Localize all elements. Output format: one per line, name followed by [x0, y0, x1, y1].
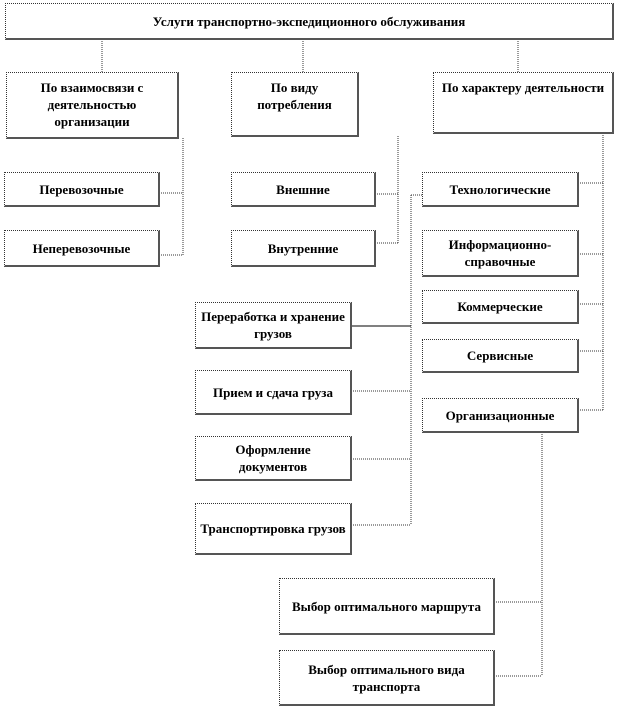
root-node: Услуги транспортно-экспедиционного обслу…: [5, 3, 614, 40]
node-organizational: Организационные: [422, 398, 579, 433]
category-relation: По взаимосвязи с деятельностью организац…: [6, 72, 179, 139]
category-activity: По характеру деятельности: [433, 72, 614, 134]
node-route-selection: Выбор оптимального маршрута: [279, 578, 495, 635]
node-cargo-handling: Переработка и хранение грузов: [195, 302, 352, 349]
node-transport: Перевозочные: [4, 172, 160, 207]
node-transport-mode-selection: Выбор оптимального вида транспорта: [279, 650, 495, 706]
node-technological: Технологические: [422, 172, 579, 207]
node-internal: Внутренние: [231, 230, 376, 267]
node-commercial: Коммерческие: [422, 290, 579, 324]
node-non-transport: Неперевозочные: [4, 230, 160, 267]
node-informational: Информационно-справочные: [422, 230, 579, 277]
category-consumption: По виду потребления: [231, 72, 359, 137]
node-external: Внешние: [231, 172, 376, 207]
node-documents: Оформление документов: [195, 436, 352, 481]
node-cargo-acceptance: Прием и сдача груза: [195, 370, 352, 415]
node-service: Сервисные: [422, 339, 579, 373]
node-transportation: Транспортировка грузов: [195, 503, 352, 555]
